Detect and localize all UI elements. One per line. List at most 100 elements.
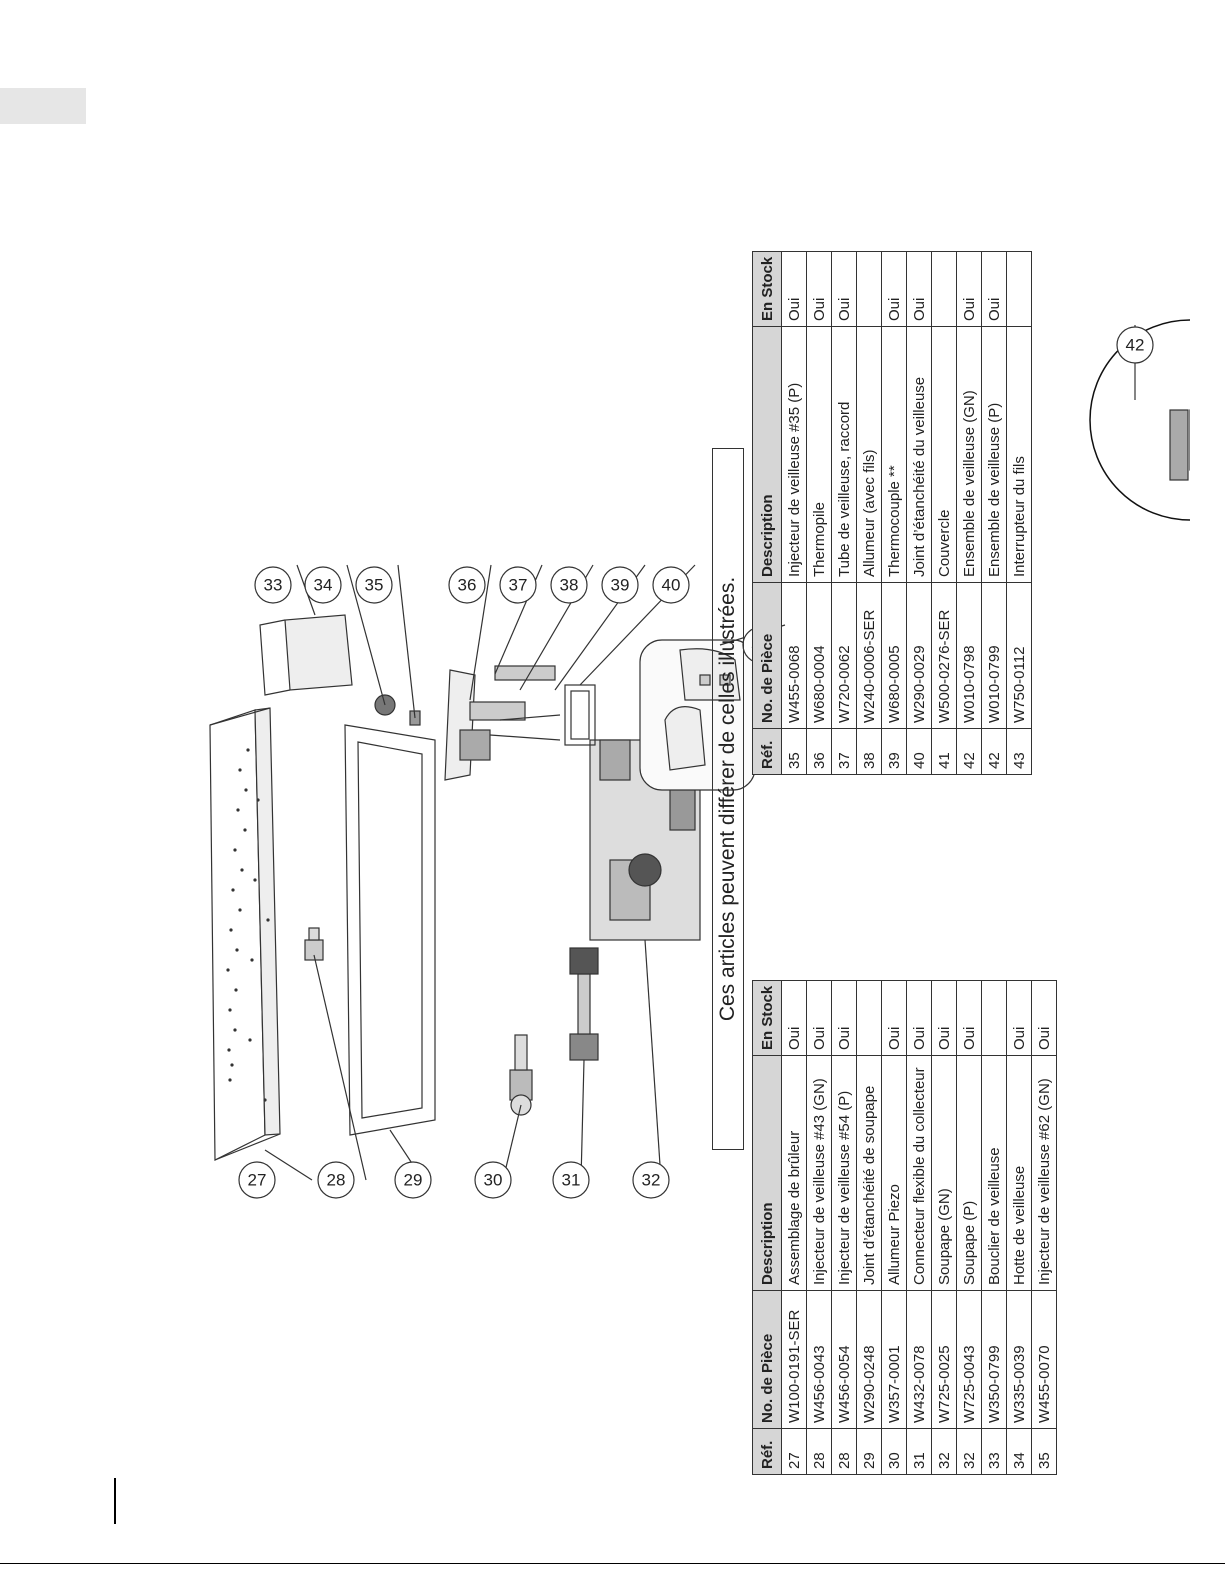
callout-34: 34 (314, 576, 333, 595)
illustration-disclaimer: Ces articles peuvent différer de celles … (712, 448, 744, 1150)
callout-31: 31 (562, 1171, 581, 1190)
cell-stock: Oui (956, 980, 982, 1056)
cell-desc: Allumeur Piezo (881, 1055, 907, 1291)
cell-part: W350-0799 (981, 1290, 1007, 1429)
cell-desc: Thermopile (806, 326, 832, 583)
cell-stock (1006, 251, 1032, 327)
callout-30: 30 (484, 1171, 503, 1190)
cell-stock: Oui (806, 251, 832, 327)
cell-part: W500-0276-SER (931, 582, 957, 729)
cell-desc: Soupape (P) (956, 1055, 982, 1291)
cell-part: W455-0070 (1031, 1290, 1057, 1429)
pilot-assembly-drawing (444, 665, 561, 781)
cell-part: W680-0005 (881, 582, 907, 729)
cell-part: W240-0006-SER (856, 582, 882, 729)
cell-ref: 32 (931, 1428, 957, 1475)
piezo-igniter-drawing (509, 1034, 533, 1116)
callout-42: 42 (1126, 336, 1145, 355)
bottom-rule (0, 1563, 1225, 1564)
pilot-set-inset-drawing (1089, 319, 1190, 521)
cell-desc: Joint d’étanchéité du veilleuse (906, 326, 932, 583)
cell-part: W100-0191-SER (781, 1290, 807, 1429)
col-header-part: No. de Pièce (752, 1290, 782, 1429)
callout-28: 28 (327, 1171, 346, 1190)
cell-ref: 42 (956, 728, 982, 775)
col-header-ref: Réf. (752, 1428, 782, 1475)
cell-stock (931, 251, 957, 327)
cell-part: W725-0043 (956, 1290, 982, 1429)
cell-desc: Couvercle (931, 326, 957, 583)
page-tab-marker (0, 88, 86, 124)
cell-part: W750-0112 (1006, 582, 1032, 729)
callout-38: 38 (560, 576, 579, 595)
flex-connector-drawing (569, 947, 599, 1061)
cell-stock: Oui (1006, 980, 1032, 1056)
cell-desc: Assemblage de brûleur (781, 1055, 807, 1291)
cell-desc: Injecteur de veilleuse #62 (GN) (1031, 1055, 1057, 1291)
cell-part: W010-0798 (956, 582, 982, 729)
cell-stock (981, 980, 1007, 1056)
cell-ref: 31 (906, 1428, 932, 1475)
cell-part: W725-0025 (931, 1290, 957, 1429)
cell-desc: Ensemble de veilleuse (P) (981, 326, 1007, 583)
cell-stock: Oui (806, 980, 832, 1056)
cell-part: W290-0248 (856, 1290, 882, 1429)
col-header-desc: Description (752, 1055, 782, 1291)
callout-33: 33 (264, 576, 283, 595)
cell-desc: Connecteur flexible du collecteur (906, 1055, 932, 1291)
cell-ref: 42 (981, 728, 1007, 775)
cell-ref: 35 (1031, 1428, 1057, 1475)
callout-35: 35 (365, 576, 384, 595)
col-header-desc: Description (752, 326, 782, 583)
cell-stock: Oui (831, 251, 857, 327)
margin-rule (114, 1478, 116, 1524)
cell-part: W456-0054 (831, 1290, 857, 1429)
cell-ref: 32 (956, 1428, 982, 1475)
cell-part: W680-0004 (806, 582, 832, 729)
cell-part: W010-0799 (981, 582, 1007, 729)
cell-stock (856, 251, 882, 327)
col-header-ref: Réf. (752, 728, 782, 775)
cell-ref: 27 (781, 1428, 807, 1475)
cell-part: W290-0029 (906, 582, 932, 729)
callout-32: 32 (642, 1171, 661, 1190)
cell-desc: Ensemble de veilleuse (GN) (956, 326, 982, 583)
callout-27: 27 (248, 1171, 267, 1190)
cell-part: W432-0078 (906, 1290, 932, 1429)
cell-ref: 34 (1006, 1428, 1032, 1475)
cell-stock: Oui (931, 980, 957, 1056)
col-header-stock: En Stock (752, 251, 782, 327)
cell-desc: Interrupteur du fils (1006, 326, 1032, 583)
cell-ref: 39 (881, 728, 907, 775)
table-header-row: Réf. No. de Pièce Description En Stock (752, 980, 782, 1475)
cell-desc: Tube de veilleuse, raccord (831, 326, 857, 583)
cell-ref: 40 (906, 728, 932, 775)
cell-ref: 33 (981, 1428, 1007, 1475)
cell-ref: 35 (781, 728, 807, 775)
cell-stock: Oui (956, 251, 982, 327)
cell-ref: 37 (831, 728, 857, 775)
cell-ref: 28 (831, 1428, 857, 1475)
cell-desc: Injecteur de veilleuse #43 (GN) (806, 1055, 832, 1291)
exploded-parts-diagram: 27 28 29 30 31 32 33 34 35 36 37 38 39 4… (209, 319, 1190, 1199)
